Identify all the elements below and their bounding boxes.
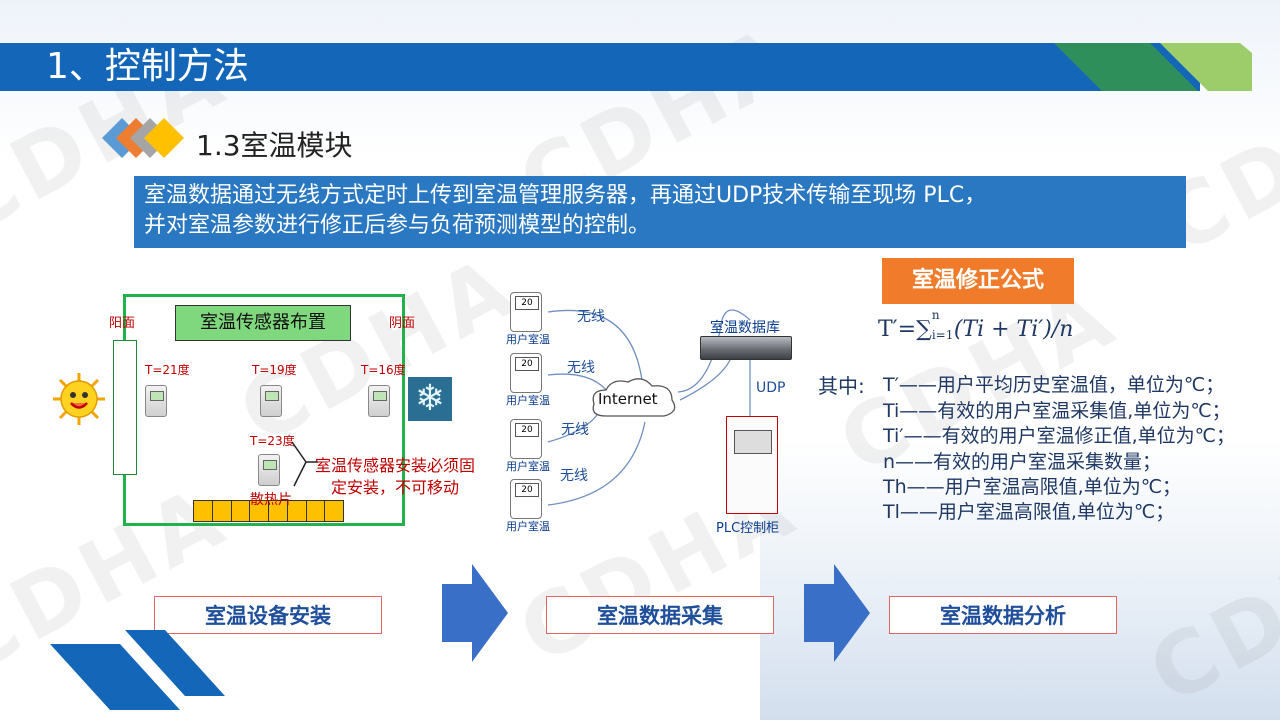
sensor-label: T=16度 (361, 363, 406, 377)
sensor-label: T=21度 (145, 363, 190, 377)
formula-equation: T′=∑n i=1(Ti + Ti′)/n (878, 308, 1074, 342)
thermostat-display: 20 (515, 423, 539, 437)
definition-line: Ti′——有效的用户室温修正值,单位为℃； (883, 425, 1235, 447)
definition-line: T′——用户平均历史室温值，单位为℃； (883, 374, 1225, 396)
diamond-bullet-icon (102, 118, 184, 158)
definition-line: n——有效的用户室温采集数量； (883, 451, 1162, 473)
header-bar (0, 43, 1200, 91)
thermostat-device: 20 (510, 479, 542, 519)
step-install: 室温设备安装 (154, 596, 382, 634)
definition-line: Ti——有效的用户室温采集值,单位为℃； (883, 400, 1231, 422)
sunny-side-label: 阳面 (109, 316, 136, 331)
udp-label: UDP (756, 380, 786, 396)
definition-line: Th——用户室温高限值,单位为℃； (883, 476, 1182, 498)
arrow-right-icon (442, 564, 508, 662)
server-icon (700, 336, 792, 360)
wireless-label: 无线 (577, 309, 605, 325)
user-thermostat-label: 用户室温 (506, 520, 550, 533)
formula-head: T′=∑ (878, 317, 932, 342)
thermostat-display: 20 (515, 483, 539, 497)
definition-line: Tl——用户室温高限值,单位为℃； (883, 501, 1175, 523)
thermostat-device: 20 (510, 292, 542, 332)
sensor-device (260, 385, 282, 417)
header-stripes (1040, 43, 1252, 91)
sun-icon (53, 373, 105, 425)
plc-screen (734, 430, 772, 454)
sensor-note: 室温传感器安装必须固 定安装，不可移动 (315, 455, 475, 499)
user-thermostat-label: 用户室温 (506, 460, 550, 473)
footer-stripes (50, 630, 225, 710)
sensor-device (145, 385, 167, 417)
formula-sub: i=1 (931, 328, 954, 342)
note-bracket (291, 441, 318, 487)
sensor-device (368, 385, 390, 417)
sensor-label: T=23度 (250, 434, 295, 448)
page-title: 1、控制方法 (46, 46, 249, 87)
formula-tail: (Ti + Ti′)/n (953, 317, 1074, 342)
arrow-right-icon (804, 564, 870, 662)
intro-line-1: 室温数据通过无线方式定时上传到室温管理服务器，再通过UDP技术传输至现场 PLC… (144, 183, 987, 208)
wall-rectangle (113, 340, 137, 475)
sensor-label: T=19度 (252, 363, 297, 377)
wireless-label: 无线 (561, 422, 589, 438)
intro-box: 室温数据通过无线方式定时上传到室温管理服务器，再通过UDP技术传输至现场 PLC… (134, 176, 1186, 248)
intro-line-2: 并对室温参数进行修正后参与负荷预测模型的控制。 (144, 213, 651, 238)
formula-title-box: 室温修正公式 (882, 258, 1074, 304)
shady-side-label: 阴面 (389, 316, 416, 331)
database-label: 室温数据库 (710, 320, 780, 336)
section-subtitle: 1.3室温模块 (196, 129, 353, 162)
radiator-label: 散热片 (250, 492, 292, 508)
step-analyze: 室温数据分析 (889, 596, 1117, 634)
sensor-device (258, 454, 280, 486)
room-title: 室温传感器布置 (175, 305, 351, 341)
cloud-icon (592, 378, 676, 417)
thermostat-display: 20 (515, 357, 539, 371)
background-skyline (760, 440, 1280, 720)
radiator (193, 500, 344, 522)
formula-sup: n (931, 308, 940, 322)
sensor-note-line-2: 定安装，不可移动 (331, 478, 460, 497)
snowflake-icon: ❄ (408, 377, 452, 421)
definitions-prefix: 其中: (818, 374, 865, 398)
thermostat-device: 20 (510, 353, 542, 393)
thermostat-display: 20 (515, 296, 539, 310)
thermostat-device: 20 (510, 419, 542, 459)
step-collect: 室温数据采集 (546, 596, 774, 634)
user-thermostat-label: 用户室温 (506, 394, 550, 407)
sensor-note-line-1: 室温传感器安装必须固 (315, 456, 476, 475)
wireless-label: 无线 (560, 468, 588, 484)
plc-cabinet-label: PLC控制柜 (716, 521, 780, 536)
user-thermostat-label: 用户室温 (506, 333, 550, 346)
wireless-label: 无线 (567, 360, 595, 376)
internet-label: Internet (598, 390, 658, 408)
